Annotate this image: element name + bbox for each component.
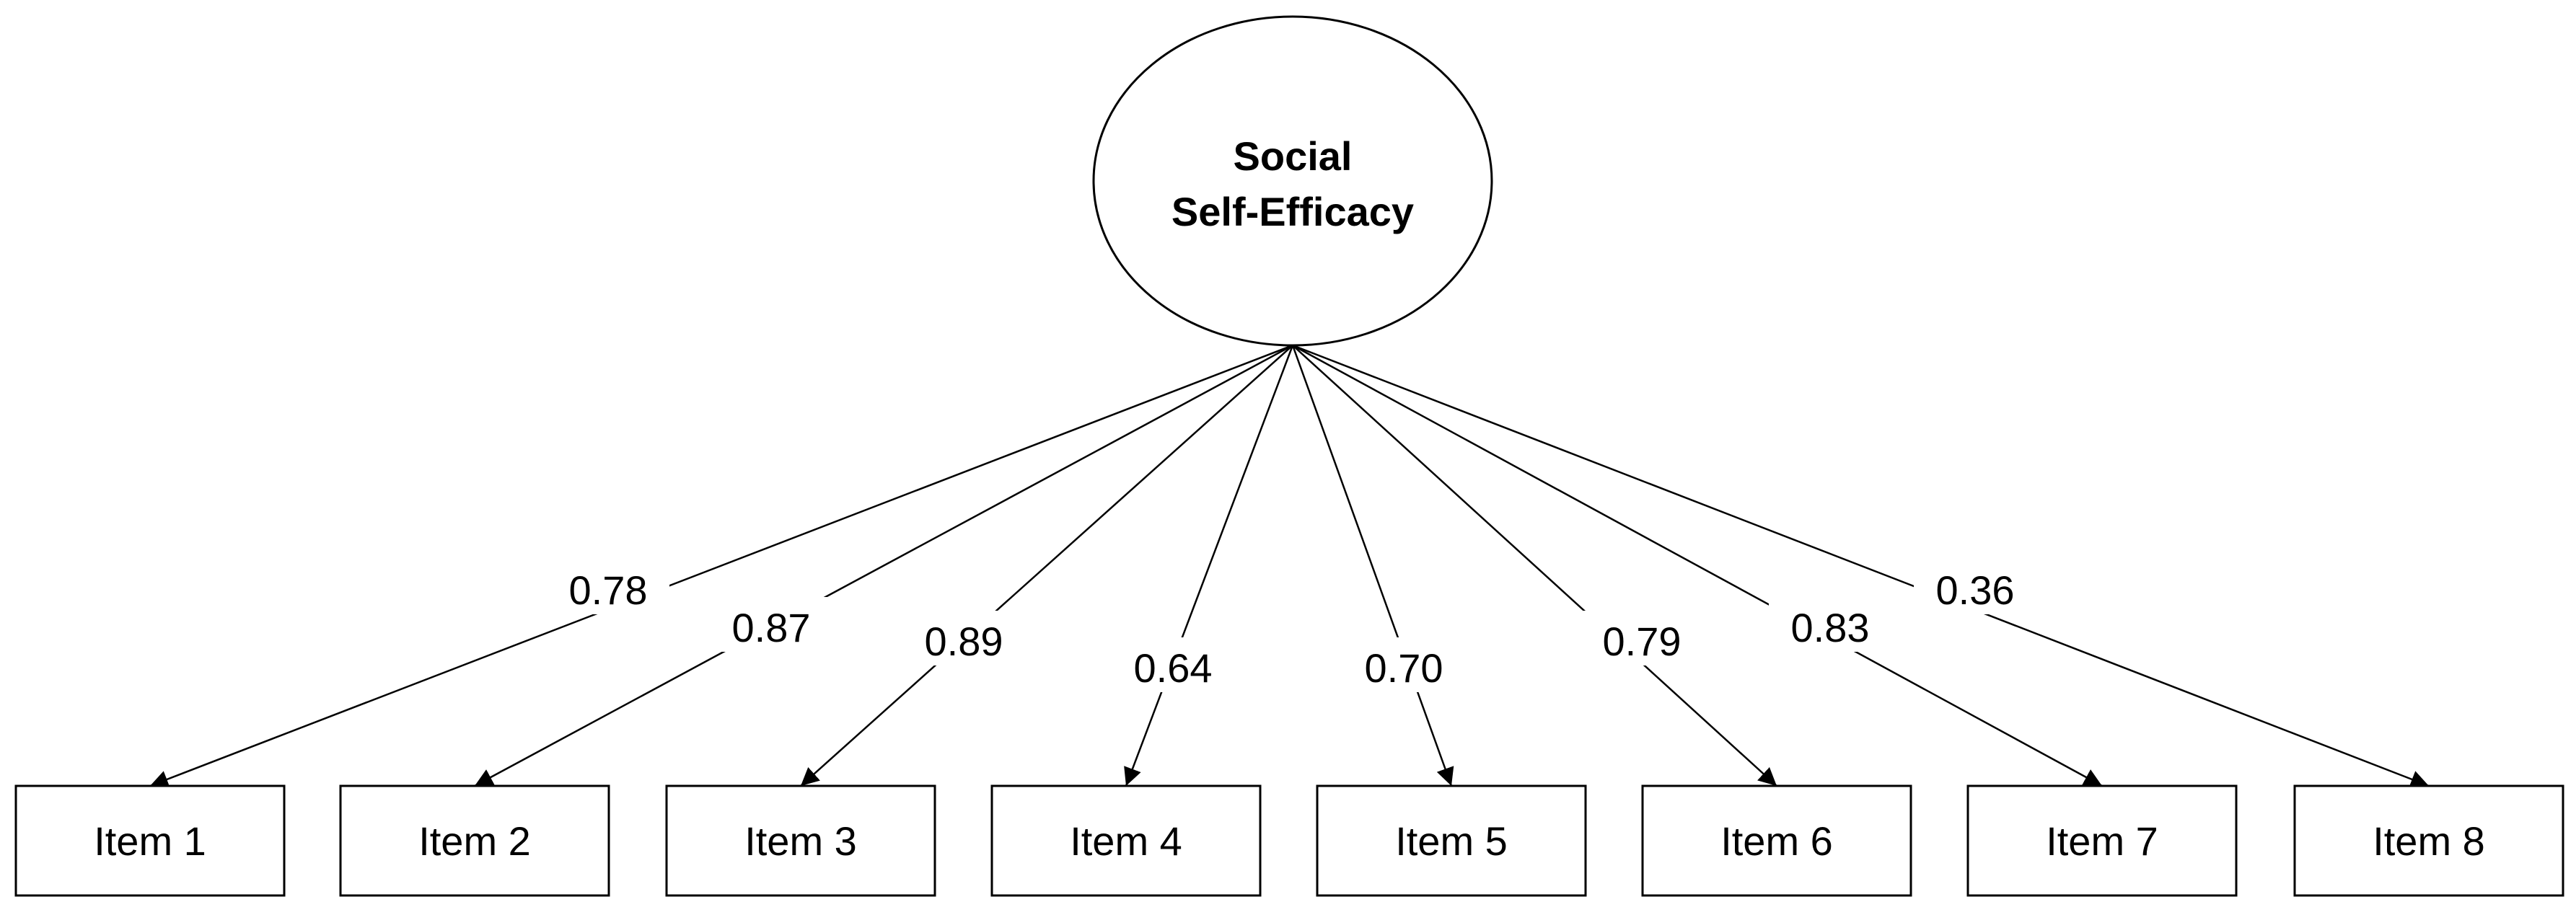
loading-path-item-8 [1292, 344, 2430, 788]
loading-label-background-item-3 [902, 611, 1025, 665]
item-box-rect-5 [1316, 784, 1587, 897]
item-label-8: Item 8 [2373, 818, 2485, 864]
loading-label-background-item-1 [547, 559, 669, 614]
latent-factor-label-line2: Self-Efficacy [1171, 189, 1414, 234]
loading-label-background-item-4 [1112, 637, 1234, 692]
item-box-2: Item 2 [339, 784, 610, 897]
item-box-rect-8 [2293, 784, 2564, 897]
item-box-rect-6 [1641, 784, 1912, 897]
item-box-8: Item 8 [2293, 784, 2564, 897]
loading-value-item-1: 0.78 [569, 567, 648, 613]
loading-value-item-4: 0.64 [1134, 645, 1213, 691]
loading-label-background-item-2 [710, 597, 832, 652]
loading-label-background-item-6 [1581, 611, 1703, 665]
item-box-rect-7 [1966, 784, 2238, 897]
latent-factor-label-line1: Social [1234, 133, 1353, 179]
item-box-7: Item 7 [1966, 784, 2238, 897]
item-box-1: Item 1 [14, 784, 286, 897]
loading-value-item-7: 0.83 [1791, 605, 1870, 650]
loading-path-item-1 [149, 344, 1293, 788]
loading-label-background-item-5 [1342, 637, 1465, 692]
loading-label-background-item-7 [1769, 597, 1891, 652]
loading-path-item-4 [1124, 345, 1294, 787]
loading-path-item-6 [1292, 345, 1777, 787]
item-box-rect-1 [14, 784, 286, 897]
item-box-5: Item 5 [1316, 784, 1587, 897]
loading-labels: 0.78 0.87 0.89 0.64 0.70 0.79 0.83 0.36 [547, 559, 2036, 692]
indicator-items: Item 1 Item 2 Item 3 Item 4 Item 5 Item 6 Item… [14, 784, 2564, 897]
item-box-3: Item 3 [665, 784, 936, 897]
loading-path-item-3 [800, 345, 1293, 787]
item-label-6: Item 6 [1720, 818, 1833, 864]
item-box-rect-3 [665, 784, 936, 897]
item-box-rect-4 [990, 784, 1262, 897]
item-label-7: Item 7 [2046, 818, 2158, 864]
loading-value-item-3: 0.89 [925, 619, 1003, 664]
item-label-3: Item 3 [744, 818, 857, 864]
item-label-4: Item 4 [1070, 818, 1182, 864]
item-box-6: Item 6 [1641, 784, 1912, 897]
loading-value-item-5: 0.70 [1365, 645, 1443, 691]
latent-factor-ellipse [1092, 15, 1493, 347]
item-box-4: Item 4 [990, 784, 1262, 897]
item-box-rect-2 [339, 784, 610, 897]
loading-path-item-5 [1291, 345, 1454, 787]
loading-paths [149, 344, 2430, 788]
item-label-5: Item 5 [1395, 818, 1508, 864]
item-label-1: Item 1 [94, 818, 206, 864]
item-label-2: Item 2 [418, 818, 531, 864]
loading-value-item-8: 0.36 [1936, 567, 2015, 613]
loading-value-item-2: 0.87 [732, 605, 811, 650]
loading-label-background-item-8 [1914, 559, 2036, 614]
loading-path-item-7 [1292, 344, 2103, 787]
loading-value-item-6: 0.79 [1603, 619, 1682, 664]
loading-path-item-2 [474, 344, 1293, 787]
latent-factor: Social Self-Efficacy [1092, 15, 1493, 347]
